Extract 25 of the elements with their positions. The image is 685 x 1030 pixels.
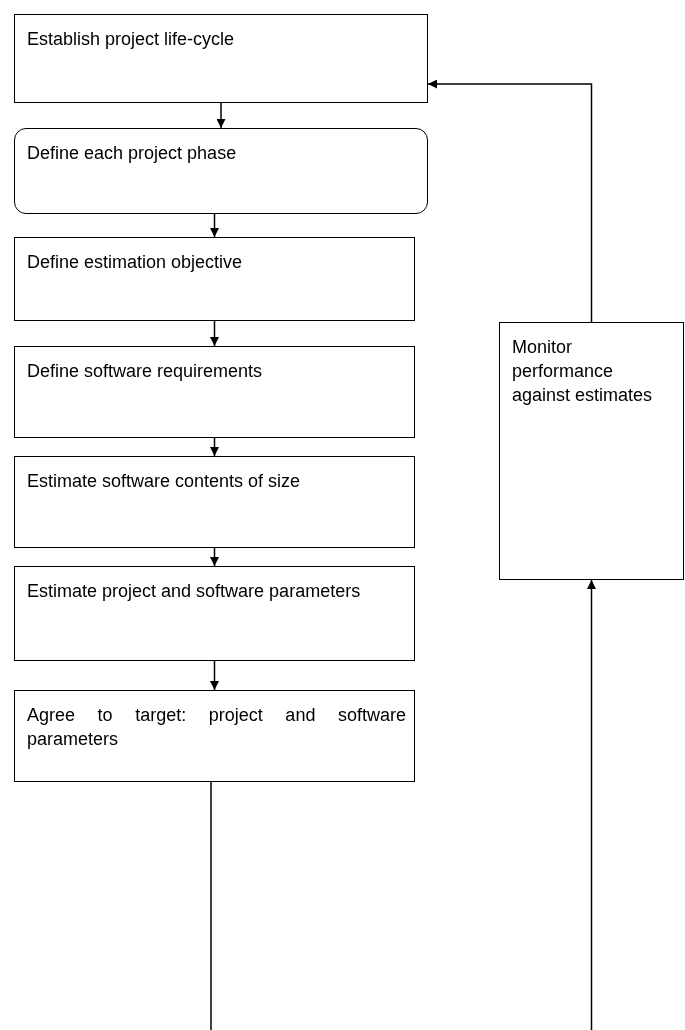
box-text: Estimate software contents of size xyxy=(27,470,302,493)
connector-line xyxy=(210,781,212,1030)
arrow xyxy=(210,437,219,457)
process-box xyxy=(14,566,415,661)
arrow xyxy=(210,213,219,238)
arrow xyxy=(587,579,596,1030)
process-box xyxy=(14,346,415,438)
arrow xyxy=(216,102,226,129)
process-box xyxy=(14,237,415,321)
process-box xyxy=(14,690,415,782)
arrow xyxy=(210,547,219,567)
arrow xyxy=(210,320,219,347)
box-text: Define estimation objective xyxy=(27,251,244,274)
process-box xyxy=(14,14,428,103)
process-box xyxy=(14,456,415,548)
box-text: Monitor performance against estimates xyxy=(512,336,654,407)
box-text: Define each project phase xyxy=(27,142,238,165)
box-text: Establish project life-cycle xyxy=(27,28,236,51)
process-box xyxy=(499,322,684,580)
rounded-process-box xyxy=(14,128,428,214)
box-text: Define software requirements xyxy=(27,360,264,383)
box-text: Estimate project and software parameters xyxy=(27,580,362,603)
arrow xyxy=(210,660,219,691)
arrow xyxy=(427,79,593,323)
box-text: Agree to target: project and software parameters xyxy=(27,704,406,751)
